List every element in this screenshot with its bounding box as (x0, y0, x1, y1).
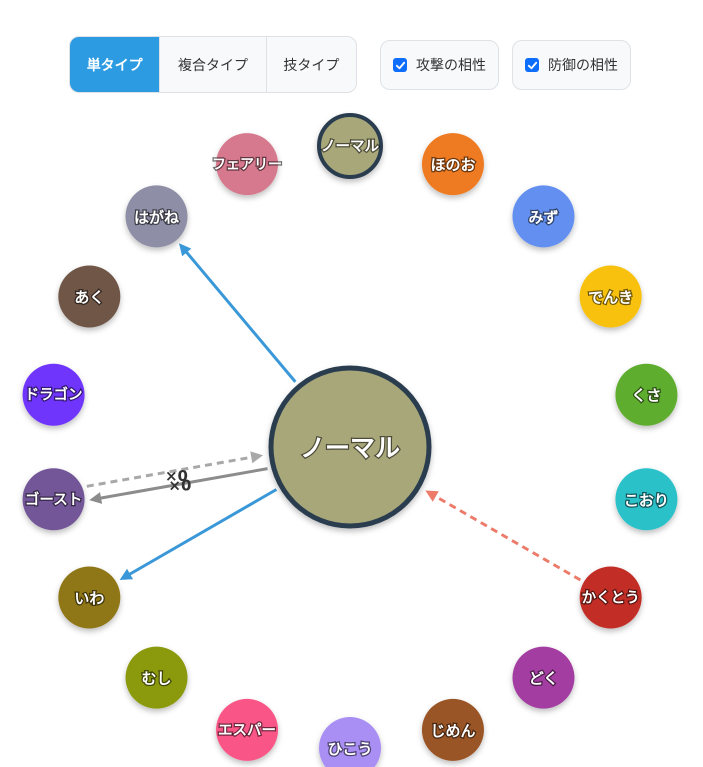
type-node-label: みず (528, 208, 558, 226)
type-mode-selector: 単タイプ 複合タイプ 技タイプ (69, 36, 357, 93)
type-node-circle (579, 265, 642, 328)
type-node-label: でんき (588, 289, 633, 307)
type-node[interactable]: ドラゴン (22, 363, 85, 426)
relation-line-attack-weak (127, 488, 278, 577)
type-node[interactable]: ほのお (421, 133, 484, 196)
type-node[interactable]: じめん (421, 698, 484, 761)
type-nodes: ノーマルほのおみずでんきくさこおりかくとうどくじめんひこうエスパーむしいわゴース… (22, 113, 678, 767)
attack-checkbox-group[interactable]: 攻撃の相性 (380, 40, 499, 90)
type-node[interactable]: ノーマル (317, 113, 383, 179)
defense-checkbox[interactable] (525, 58, 539, 72)
type-node-circle (421, 133, 484, 196)
type-node-circle (216, 698, 279, 761)
type-node-label: ゴースト (25, 490, 82, 508)
type-node-label: ひこう (327, 740, 372, 758)
center-type-node[interactable]: ノーマル (268, 365, 432, 529)
relation-line-attack-weak (184, 249, 297, 383)
type-node[interactable]: どく (512, 646, 575, 709)
type-node-label: どく (529, 670, 559, 688)
type-node-label: ほのお (430, 156, 475, 174)
type-node-label: エスパー (218, 722, 276, 739)
multiplier-labels: ×0×0 (165, 467, 191, 495)
arrow-head (179, 243, 192, 257)
check-icon (395, 61, 405, 69)
relation-line-defense-none (86, 455, 254, 488)
center-node-circle (268, 365, 432, 529)
type-node[interactable]: エスパー (216, 698, 279, 761)
arrow-head (250, 451, 264, 464)
type-node-label: ドラゴン (25, 386, 83, 404)
type-node[interactable]: こおり (615, 468, 678, 531)
type-node-label: かくとう (582, 590, 640, 607)
type-node[interactable]: むし (125, 646, 188, 709)
tab-move-type[interactable]: 技タイプ (265, 37, 356, 92)
type-node-circle (216, 133, 279, 196)
type-node[interactable]: ひこう (319, 717, 381, 767)
type-node-circle (125, 185, 188, 248)
type-node[interactable]: いわ (58, 566, 121, 629)
type-node-circle (58, 265, 121, 328)
relation-edges (86, 243, 582, 582)
type-node-label: あく (74, 289, 104, 307)
center-node-label: ノーマル (300, 434, 400, 463)
type-node[interactable]: あく (58, 265, 121, 328)
type-node-circle (22, 363, 85, 426)
type-node-circle (615, 363, 678, 426)
type-node[interactable]: みず (512, 185, 575, 248)
type-node-circle (512, 646, 575, 709)
arrow-head (425, 490, 439, 502)
type-node[interactable]: くさ (615, 363, 678, 426)
type-node-label: ノーマル (321, 139, 379, 155)
check-icon (527, 61, 537, 69)
type-node-circle (579, 566, 642, 629)
type-node[interactable]: ゴースト (22, 468, 85, 531)
type-node-label: いわ (74, 590, 104, 608)
type-node-label: はがね (134, 208, 179, 226)
tab-dual-type[interactable]: 複合タイプ (159, 37, 265, 92)
type-node-label: じめん (430, 722, 475, 740)
type-node-circle (421, 698, 484, 761)
type-node-circle (22, 468, 85, 531)
type-node[interactable]: かくとう (579, 566, 642, 629)
type-node-label: くさ (631, 387, 661, 405)
toolbar: 単タイプ 複合タイプ 技タイプ 攻撃の相性 防御の相性 (0, 0, 703, 100)
type-node-circle (512, 185, 575, 248)
tab-single-type[interactable]: 単タイプ (70, 37, 160, 92)
type-node-label: こおり (624, 491, 669, 509)
type-node-label: むし (142, 670, 172, 688)
type-node-circle (317, 113, 383, 179)
arrow-head (119, 568, 134, 580)
type-node-circle (125, 646, 188, 709)
multiplier-label: ×0 (168, 476, 191, 494)
type-node-circle (319, 717, 381, 767)
type-node-circle (58, 566, 121, 629)
arrow-head (89, 492, 103, 504)
attack-checkbox[interactable] (393, 58, 407, 72)
type-node-label: フェアリー (212, 157, 282, 173)
relation-line-defense-weak (433, 494, 582, 582)
relation-line-attack-none (98, 467, 268, 500)
type-node-circle (615, 468, 678, 531)
defense-checkbox-label: 防御の相性 (548, 58, 618, 74)
type-node[interactable]: はがね (125, 185, 188, 248)
multiplier-label: ×0 (165, 467, 188, 485)
type-node[interactable]: フェアリー (211, 133, 283, 196)
attack-checkbox-label: 攻撃の相性 (416, 58, 486, 74)
type-node[interactable]: でんき (579, 265, 642, 328)
defense-checkbox-group[interactable]: 防御の相性 (512, 40, 631, 90)
